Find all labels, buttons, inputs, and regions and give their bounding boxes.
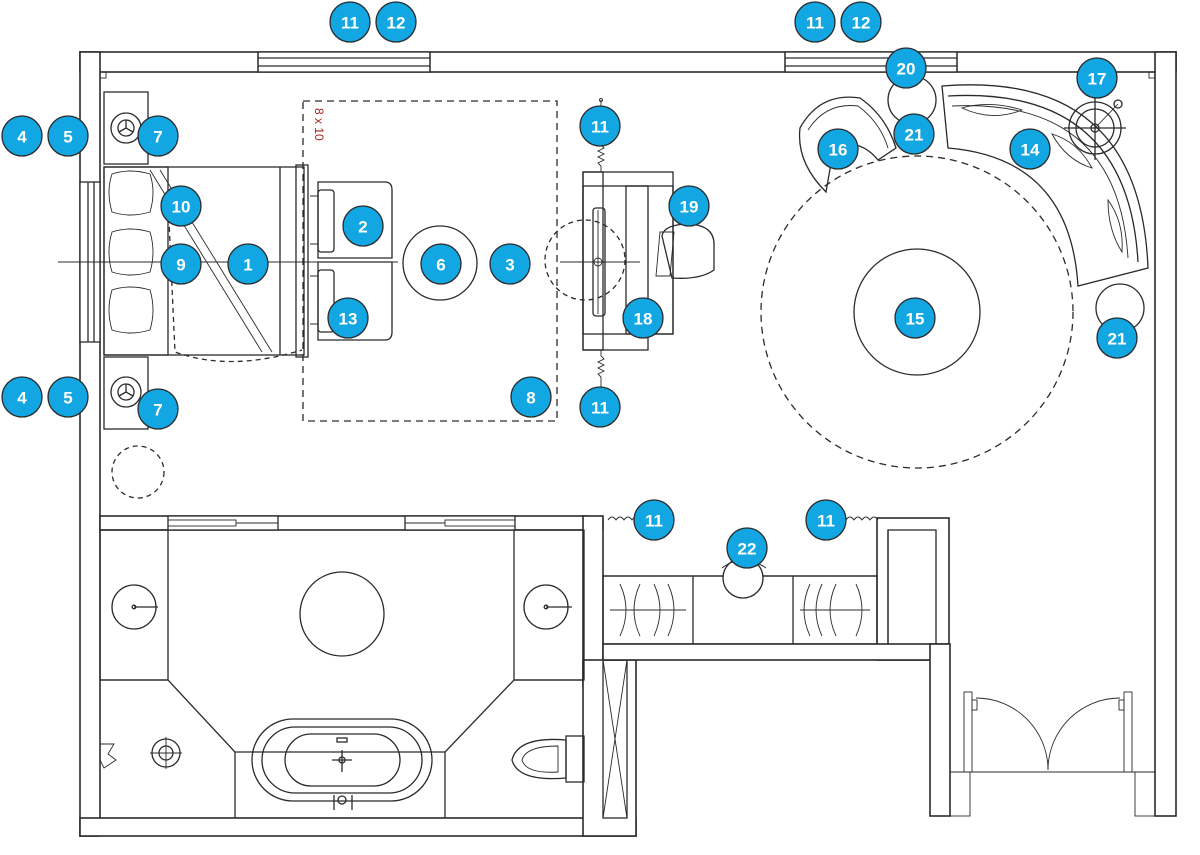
bed: [103, 166, 305, 356]
callout-number: 3: [505, 256, 514, 275]
callout-marker-19: 19: [668, 185, 710, 227]
callout-number: 17: [1088, 70, 1107, 89]
callout-marker-11: 11: [579, 105, 621, 147]
callout-marker-9: 9: [160, 243, 202, 285]
callout-number: 21: [905, 126, 924, 145]
rug-size-label: 8 x 10: [312, 108, 326, 141]
media-console: [544, 98, 715, 388]
callout-marker-21: 21: [1096, 317, 1138, 359]
callout-number: 7: [153, 128, 162, 147]
callout-number: 19: [680, 198, 699, 217]
callout-marker-11: 11: [794, 1, 836, 43]
callout-number: 11: [341, 14, 359, 33]
callout-marker-8: 8: [510, 376, 552, 418]
callout-number: 21: [1108, 330, 1127, 349]
callout-number: 11: [806, 14, 824, 33]
round-rug: [760, 155, 1074, 469]
closet-entry: [602, 516, 1156, 817]
callout-number: 15: [906, 310, 925, 329]
callout-marker-16: 16: [817, 128, 859, 170]
callout-number: 16: [829, 141, 848, 160]
callout-marker-10: 10: [160, 185, 202, 227]
seating-area: [760, 75, 1149, 469]
callout-number: 13: [339, 310, 358, 329]
callout-number: 5: [63, 128, 72, 147]
callout-marker-22: 22: [726, 527, 768, 569]
callout-marker-5: 5: [47, 115, 89, 157]
callout-number: 8: [526, 389, 535, 408]
callout-number: 5: [63, 389, 72, 408]
callout-number: 10: [172, 198, 191, 217]
bed-area: 8 x 10: [58, 91, 558, 499]
callout-number: 11: [645, 512, 663, 531]
area-rug: [302, 100, 558, 422]
callout-marker-5: 5: [47, 376, 89, 418]
callout-marker-17: 17: [1076, 57, 1118, 99]
callout-number: 9: [176, 256, 185, 275]
callout-marker-11: 11: [805, 499, 847, 541]
callout-marker-12: 12: [375, 1, 417, 43]
callout-number: 20: [897, 60, 916, 79]
callout-number: 4: [17, 128, 27, 147]
coffee-table: [853, 248, 981, 376]
bathtub: [251, 718, 433, 802]
callout-marker-14: 14: [1009, 128, 1051, 170]
toilet: [511, 738, 567, 780]
callout-marker-4: 4: [1, 115, 43, 157]
callout-marker-4: 4: [1, 376, 43, 418]
callout-marker-21: 21: [893, 113, 935, 155]
callout-marker-18: 18: [622, 297, 664, 339]
callout-marker-20: 20: [885, 47, 927, 89]
callout-marker-2: 2: [342, 205, 384, 247]
callout-marker-11: 11: [579, 386, 621, 428]
curved-sofa: [941, 84, 1149, 287]
callout-number: 11: [817, 512, 835, 531]
callout-marker-15: 15: [894, 297, 936, 339]
callout-number: 7: [153, 401, 162, 420]
callout-number: 14: [1021, 141, 1040, 160]
callout-number: 22: [738, 540, 757, 559]
callout-number: 11: [591, 118, 609, 137]
callout-number: 6: [436, 256, 445, 275]
callout-number: 2: [358, 218, 367, 237]
callout-number: 12: [852, 14, 871, 33]
callout-number: 4: [17, 389, 27, 408]
accent-chair: [798, 96, 897, 194]
callout-number: 1: [243, 256, 252, 275]
callout-marker-11: 11: [329, 1, 371, 43]
callout-marker-11: 11: [633, 499, 675, 541]
callout-number: 11: [591, 399, 609, 418]
callout-number: 18: [634, 310, 653, 329]
callout-marker-6: 6: [420, 243, 462, 285]
callout-marker-7: 7: [137, 388, 179, 430]
callout-number: 12: [387, 14, 406, 33]
callout-marker-12: 12: [840, 1, 882, 43]
callout-marker-3: 3: [489, 243, 531, 285]
callout-marker-7: 7: [137, 115, 179, 157]
callout-marker-13: 13: [327, 297, 369, 339]
callout-marker-1: 1: [227, 243, 269, 285]
bathroom: [99, 515, 637, 837]
